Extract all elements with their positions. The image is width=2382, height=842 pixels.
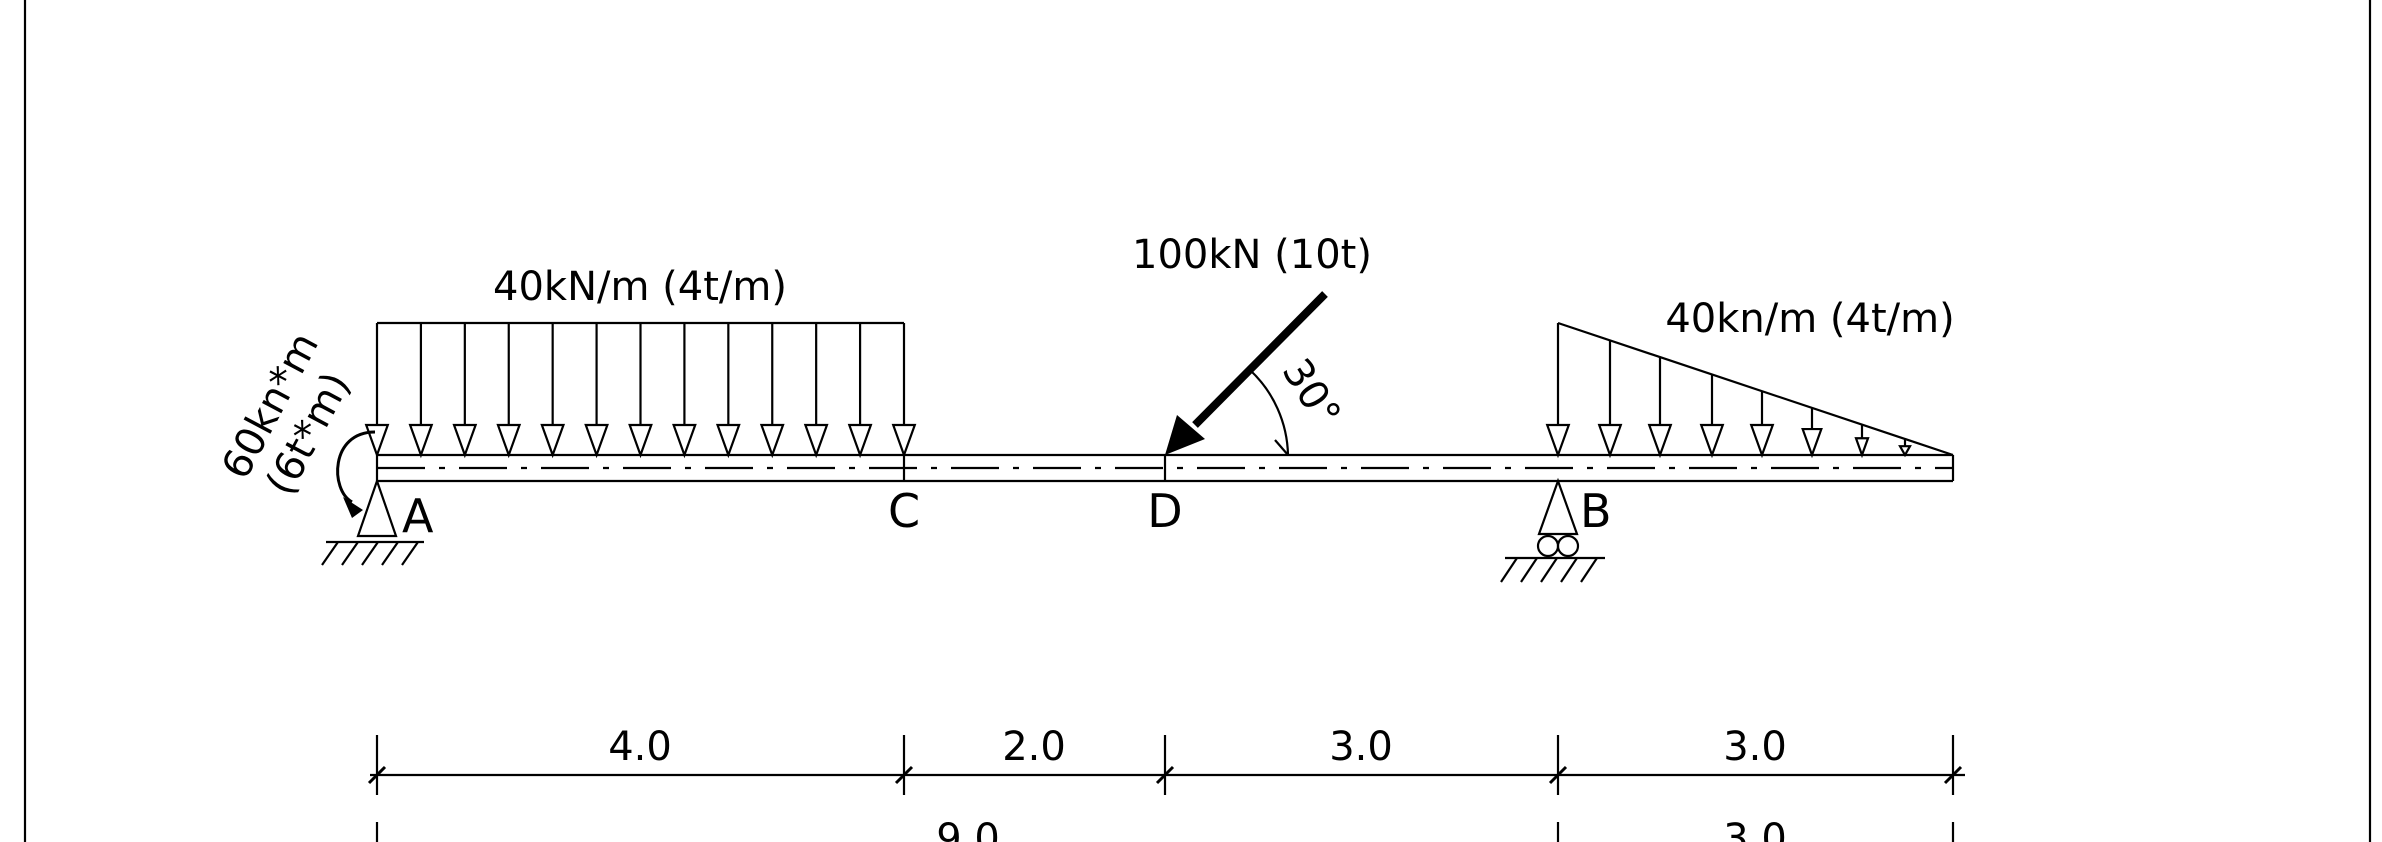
load-arrow — [540, 323, 566, 459]
dim-a-b: 9.0 — [936, 816, 1000, 842]
load-arrow — [1854, 424, 1870, 459]
load-arrow — [1597, 340, 1623, 459]
triangular-load-arrows — [1545, 323, 1912, 459]
point-load: 100kN (10t) 30° — [1132, 232, 1372, 456]
moment-arc — [336, 430, 376, 504]
load-arrow — [584, 323, 609, 459]
load-arrow — [847, 323, 873, 459]
load-arrow — [364, 323, 390, 459]
load-arrow — [452, 323, 478, 459]
load-arrow — [1749, 391, 1775, 459]
drawing-frame — [23, 0, 2372, 842]
dim-d-b: 3.0 — [1329, 724, 1393, 770]
dim-c-d: 2.0 — [1002, 724, 1066, 770]
load-arrow — [496, 323, 522, 459]
point-c-label: C — [888, 484, 920, 538]
triangular-load: 40kn/m (4t/m) — [1545, 296, 1955, 459]
load-arrow — [628, 323, 653, 459]
point-markers: A C D B — [402, 455, 1612, 543]
dim-a-c: 4.0 — [608, 724, 672, 770]
load-arrow — [1545, 323, 1571, 459]
point-load-arrowhead — [1165, 415, 1205, 455]
load-arrow — [1898, 438, 1912, 458]
load-arrow — [715, 323, 741, 459]
load-arrow — [1647, 357, 1673, 459]
udl-label: 40kN/m (4t/m) — [493, 264, 787, 310]
load-arrow — [408, 323, 434, 459]
load-arrow — [891, 323, 917, 459]
angle-arc — [1249, 369, 1290, 456]
dimension-row-1: 4.0 2.0 3.0 3.0 — [367, 724, 1965, 795]
load-arrow — [1801, 407, 1823, 459]
roller-support-b — [1500, 477, 1605, 583]
point-b-label: B — [1580, 484, 1612, 538]
load-arrow — [803, 323, 829, 459]
angle-label: 30° — [1273, 351, 1350, 436]
triangular-load-label: 40kn/m (4t/m) — [1665, 296, 1954, 342]
dim-b-end: 3.0 — [1723, 724, 1787, 770]
pinned-support-a — [321, 477, 424, 566]
point-d-label: D — [1147, 484, 1182, 538]
load-arrow — [1699, 374, 1725, 459]
applied-moment: 60kn*m (6t*m) — [213, 325, 376, 518]
moment-arrowhead — [343, 497, 363, 518]
load-arrow — [759, 323, 785, 459]
dim-overhang: 3.0 — [1723, 816, 1787, 842]
point-load-label: 100kN (10t) — [1132, 232, 1372, 278]
udl-arrows — [364, 323, 917, 459]
uniform-distributed-load: 40kN/m (4t/m) — [364, 264, 917, 459]
point-a-label: A — [402, 489, 434, 543]
dimension-row-2: 9.0 3.0 — [375, 816, 1955, 842]
load-arrow — [672, 323, 697, 459]
